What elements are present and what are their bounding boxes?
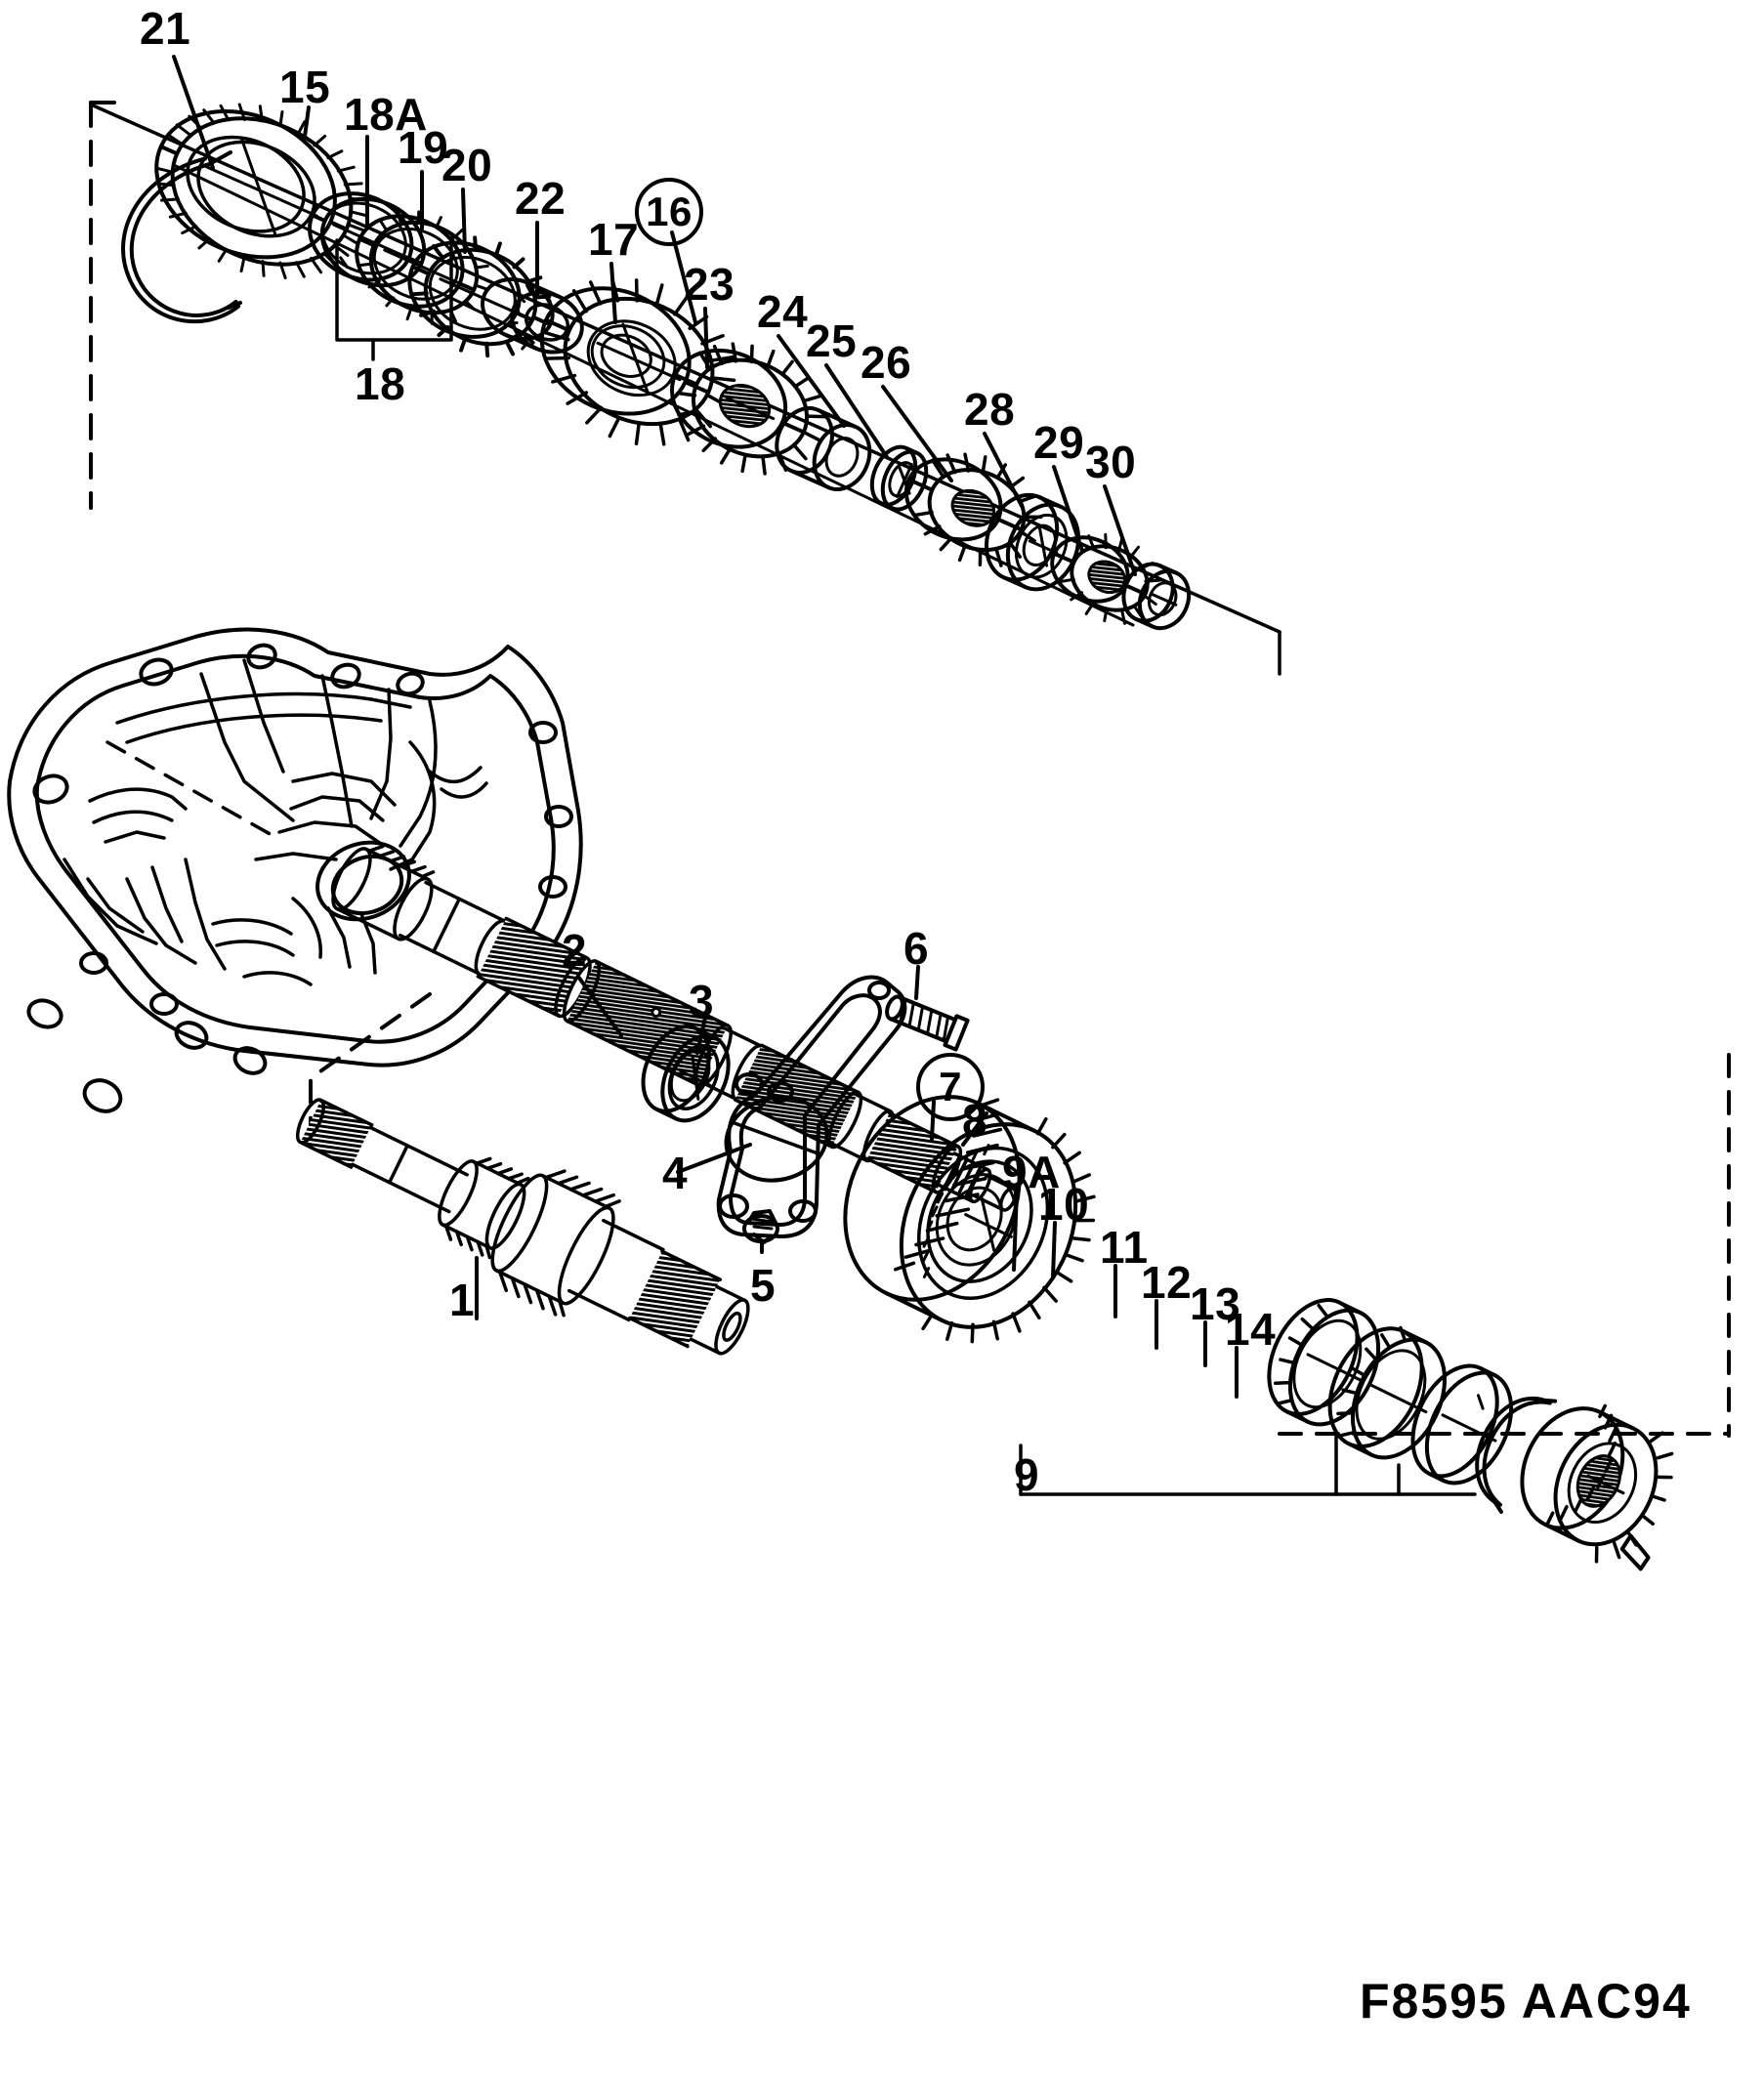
- part-9A-synchro-ring: [1267, 1298, 1381, 1427]
- callout-28: 28: [964, 384, 1016, 435]
- callout-8: 8: [962, 1095, 988, 1146]
- callout-18: 18: [355, 358, 406, 409]
- callout-1: 1: [449, 1275, 476, 1325]
- part-21-circlip: [121, 150, 242, 324]
- callout-11: 11: [1100, 1222, 1149, 1273]
- callout-6: 6: [903, 923, 930, 974]
- upper-leader-lines: [172, 55, 1137, 576]
- callout-9: 9: [1014, 1449, 1040, 1500]
- part-5-screw: [742, 1209, 779, 1244]
- callout-9a: 9A: [1002, 1147, 1061, 1197]
- part-6-bolt: [885, 994, 970, 1052]
- callout-23: 23: [684, 259, 735, 310]
- callout-20: 20: [441, 140, 493, 190]
- callout-24: 24: [757, 286, 809, 337]
- part-24-spacer: [775, 405, 872, 491]
- part-12-snap-ring: [1475, 1397, 1558, 1514]
- part-20-synchro-hub: [407, 235, 552, 358]
- upper-group-boundary: [89, 101, 117, 510]
- callout-12: 12: [1141, 1257, 1193, 1308]
- callout-5: 5: [750, 1260, 777, 1311]
- part-2-mainshaft: [331, 844, 1018, 1212]
- callout-25: 25: [806, 315, 858, 366]
- callout-21: 21: [140, 3, 191, 54]
- part-1-input-shaft: [295, 1098, 750, 1356]
- part-11-ring: [1410, 1363, 1514, 1485]
- part-28-bearing: [985, 492, 1081, 592]
- lower-leader-lines: [475, 965, 1239, 1399]
- callout-30: 30: [1085, 437, 1137, 487]
- bracket-18: [335, 238, 453, 361]
- callout-17: 17: [588, 214, 640, 265]
- bracket-9: [1019, 1434, 1477, 1496]
- callout-22: 22: [515, 173, 567, 224]
- callout-3: 3: [689, 976, 715, 1026]
- callout-2: 2: [562, 925, 588, 976]
- lower-group-boundary: [309, 992, 1731, 1438]
- housing-internal-dash: [105, 740, 275, 838]
- part-30-nut: [1121, 562, 1192, 631]
- part-3-bearing: [641, 1024, 731, 1123]
- part-13-synchro-hub: [1520, 1403, 1674, 1571]
- callout-18a: 18A: [344, 89, 428, 140]
- part-7-8-gear-assembly: [843, 1095, 1096, 1344]
- callout-15: 15: [279, 62, 331, 112]
- callout-26: 26: [861, 337, 912, 388]
- figure-caption: F8595 AAC94: [1360, 1974, 1692, 2029]
- callout-14: 14: [1225, 1304, 1277, 1355]
- callout-29: 29: [1033, 417, 1085, 468]
- callout-13: 13: [1190, 1278, 1241, 1329]
- transmission-bell-housing: [7, 627, 583, 1113]
- part-4-retainer-plate: [716, 975, 907, 1238]
- callout-19: 19: [398, 122, 449, 173]
- callout-16: 16: [635, 178, 703, 246]
- callout-10: 10: [1038, 1179, 1090, 1230]
- callout-4: 4: [662, 1148, 689, 1198]
- callout-7: 7: [916, 1053, 985, 1121]
